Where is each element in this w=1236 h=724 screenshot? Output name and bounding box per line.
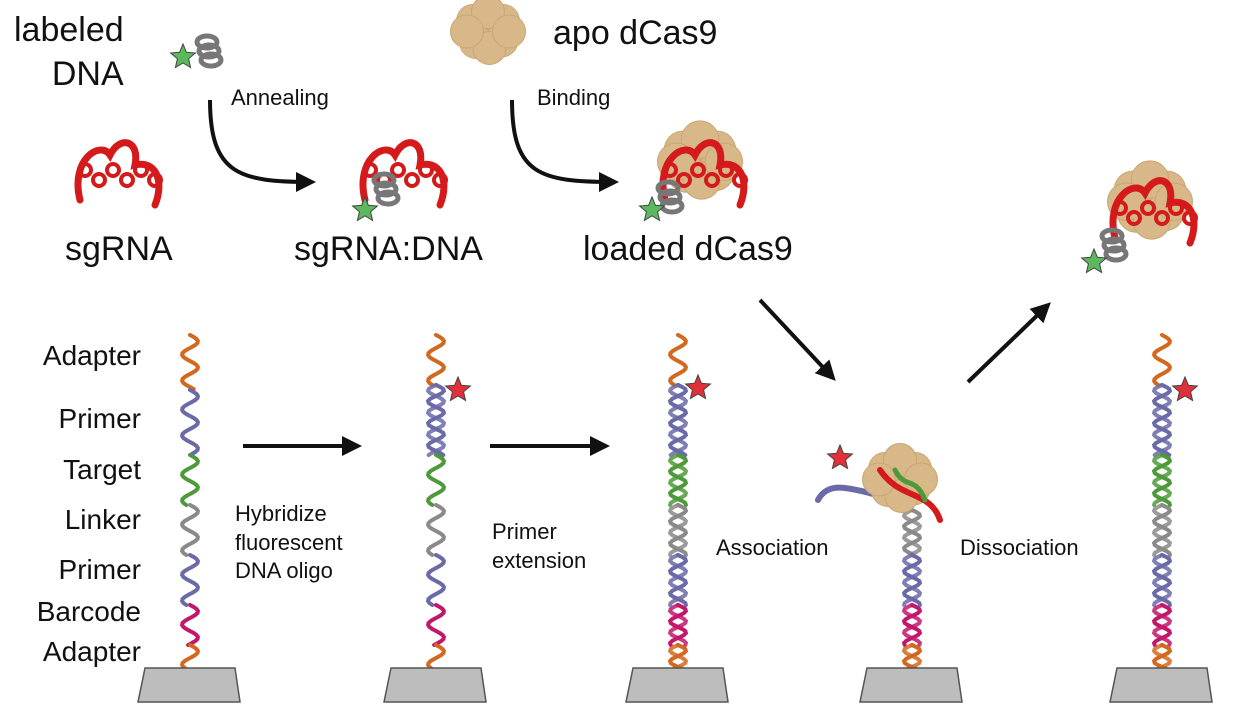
red-star-icon [1171, 375, 1199, 402]
green-star-icon [638, 195, 666, 222]
released-dcas9-dna-icon [1099, 227, 1129, 263]
sgrna-dna-rna-icon [359, 139, 448, 209]
bound-target-icon [892, 467, 928, 503]
binding-label: Binding [537, 85, 611, 110]
green-star-icon [351, 195, 379, 222]
red-star-icon [826, 443, 854, 470]
green-star-icon [169, 42, 197, 69]
sgrna-label: sgRNA [65, 230, 173, 268]
labeled-dna-label: labeled DNA [14, 11, 124, 94]
surface-slab-icon [137, 667, 241, 703]
linker-label: Linker [64, 504, 141, 535]
dissociation-label: Dissociation [960, 535, 1079, 560]
target-label: Target [63, 454, 141, 485]
dissociation-arrow [966, 302, 1051, 384]
loaded-dcas9-label: loaded dCas9 [583, 230, 793, 268]
sgrna-dna-dna-icon [371, 171, 401, 207]
green-star-icon [1080, 247, 1108, 274]
apo-dcas9-icon [450, 0, 526, 65]
released-dcas9-rna-icon [1109, 177, 1198, 247]
primer-label: Primer [58, 403, 141, 434]
hybridize-label: Hybridize fluorescent DNA oligo [235, 501, 343, 584]
surface-slab-icon [859, 667, 963, 703]
surface-slab-icon [383, 667, 487, 703]
sgrna-icon [74, 139, 163, 209]
primer-label-2: Primer [58, 554, 141, 585]
barcode-label: Barcode [36, 596, 141, 627]
annealing-label: Annealing [231, 85, 329, 110]
adapter-label-2: Adapter [42, 636, 141, 667]
surface-slab-icon [625, 667, 729, 703]
primer-extension-label: Primer extension [492, 519, 587, 573]
sgrna-dna-label: sgRNA:DNA [294, 230, 483, 268]
surface-slab-icon [1109, 667, 1213, 703]
apo-dcas9-label: apo dCas9 [553, 14, 718, 52]
association-arrow [758, 298, 836, 381]
adapter-label: Adapter [42, 340, 141, 371]
labeled-dna-icon [194, 33, 224, 69]
association-label: Association [716, 535, 829, 560]
bound-sgrna-icon [877, 467, 943, 523]
loaded-dcas9-rna-icon [659, 139, 748, 209]
binding-arrow [510, 99, 619, 192]
red-star-icon [684, 373, 712, 400]
red-star-icon [444, 375, 472, 402]
annealing-arrow [208, 99, 316, 192]
